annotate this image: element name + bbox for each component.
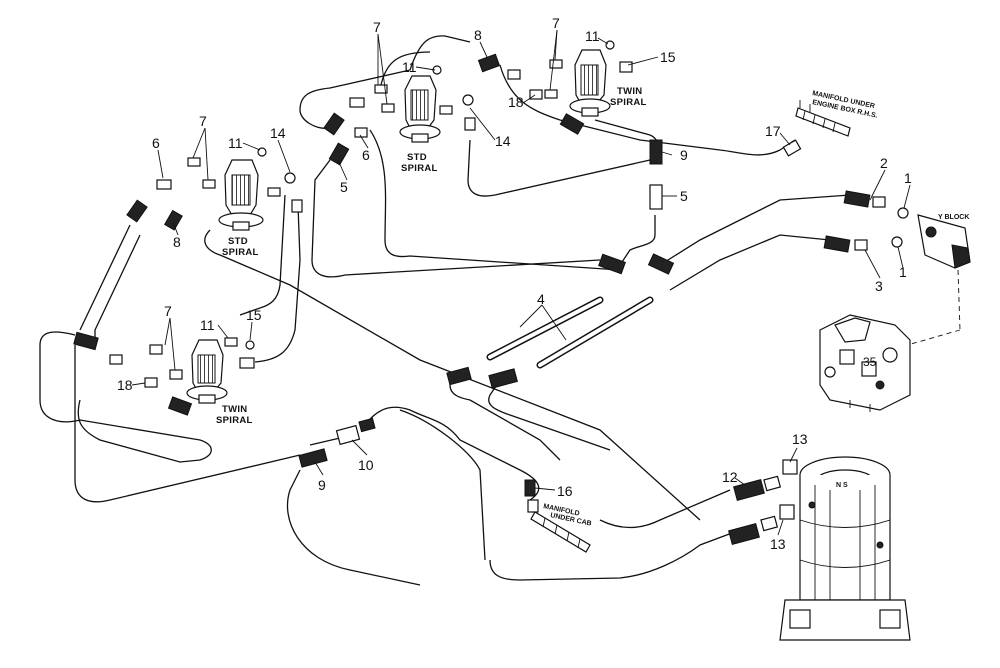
callout-12: 12 <box>722 469 738 485</box>
callout-13-lower: 13 <box>770 536 786 552</box>
callout-9-bottom: 9 <box>318 477 326 493</box>
callout-14-center: 14 <box>495 133 511 149</box>
callout-labels: 1 1 2 3 4 5 5 6 6 7 7 7 7 8 8 9 9 10 11 … <box>117 15 912 552</box>
callout-10: 10 <box>358 457 374 473</box>
callout-18-bottom: 18 <box>117 377 133 393</box>
twin-spiral-motor-top <box>569 49 611 117</box>
control-valve-block <box>819 314 911 412</box>
callout-18-top: 18 <box>508 94 524 110</box>
caption-y-block: Y BLOCK <box>938 214 969 221</box>
std-spiral-motor-center <box>399 75 441 143</box>
callout-6-left: 6 <box>152 135 160 151</box>
hydraulic-rods <box>486 296 654 369</box>
caption-twin-spiral-top-line2: SPIRAL <box>610 97 647 108</box>
cylinder-mark: N S <box>836 482 848 489</box>
callout-4: 4 <box>537 291 545 307</box>
callout-6-center: 6 <box>362 147 370 163</box>
valve-block-mark: 35 <box>863 355 877 369</box>
caption-std-spiral-center-line2: SPIRAL <box>401 163 438 174</box>
manifold-engine-box <box>795 100 851 137</box>
callout-14-left: 14 <box>270 125 286 141</box>
twin-spiral-motor-bottom <box>186 339 228 404</box>
caption-std-spiral-center-line1: STD <box>407 152 427 163</box>
callout-16: 16 <box>557 483 573 499</box>
callout-11-bottom: 11 <box>200 317 215 333</box>
callout-5-right: 5 <box>680 188 688 204</box>
manifold-under-cab <box>530 511 591 553</box>
caption-std-spiral-left-line2: SPIRAL <box>222 247 259 258</box>
callout-2: 2 <box>880 155 888 171</box>
callout-13-upper: 13 <box>792 431 808 447</box>
callout-1-upper: 1 <box>904 170 912 186</box>
callout-9-right: 9 <box>680 147 688 163</box>
callout-8-top: 8 <box>474 27 482 43</box>
callout-8-left: 8 <box>173 234 181 250</box>
hose-fittings <box>73 40 909 545</box>
std-spiral-motor-left <box>218 159 264 231</box>
callout-11-left: 11 <box>228 135 243 151</box>
callout-17: 17 <box>765 123 781 139</box>
caption-twin-spiral-bottom-line1: TWIN <box>222 404 247 415</box>
callout-15-top: 15 <box>660 49 676 65</box>
callout-11-center: 11 <box>402 59 417 75</box>
caption-twin-spiral-bottom-line2: SPIRAL <box>216 415 253 426</box>
hydraulic-cylinder <box>779 456 911 641</box>
callout-3: 3 <box>875 278 883 294</box>
y-block <box>889 214 971 351</box>
callout-5-left: 5 <box>340 179 348 195</box>
callout-1-lower: 1 <box>899 264 907 280</box>
callout-15-bottom: 15 <box>246 307 262 323</box>
caption-std-spiral-left-line1: STD <box>228 236 248 247</box>
leader-lines <box>131 29 911 536</box>
callout-11-right: 11 <box>585 28 600 44</box>
callout-7-right: 7 <box>552 15 560 31</box>
hose-lines <box>39 35 851 586</box>
callout-7-bottom: 7 <box>164 303 172 319</box>
callout-7-left: 7 <box>199 113 207 129</box>
callout-7-center: 7 <box>373 19 381 35</box>
caption-twin-spiral-top-line1: TWIN <box>617 86 642 97</box>
